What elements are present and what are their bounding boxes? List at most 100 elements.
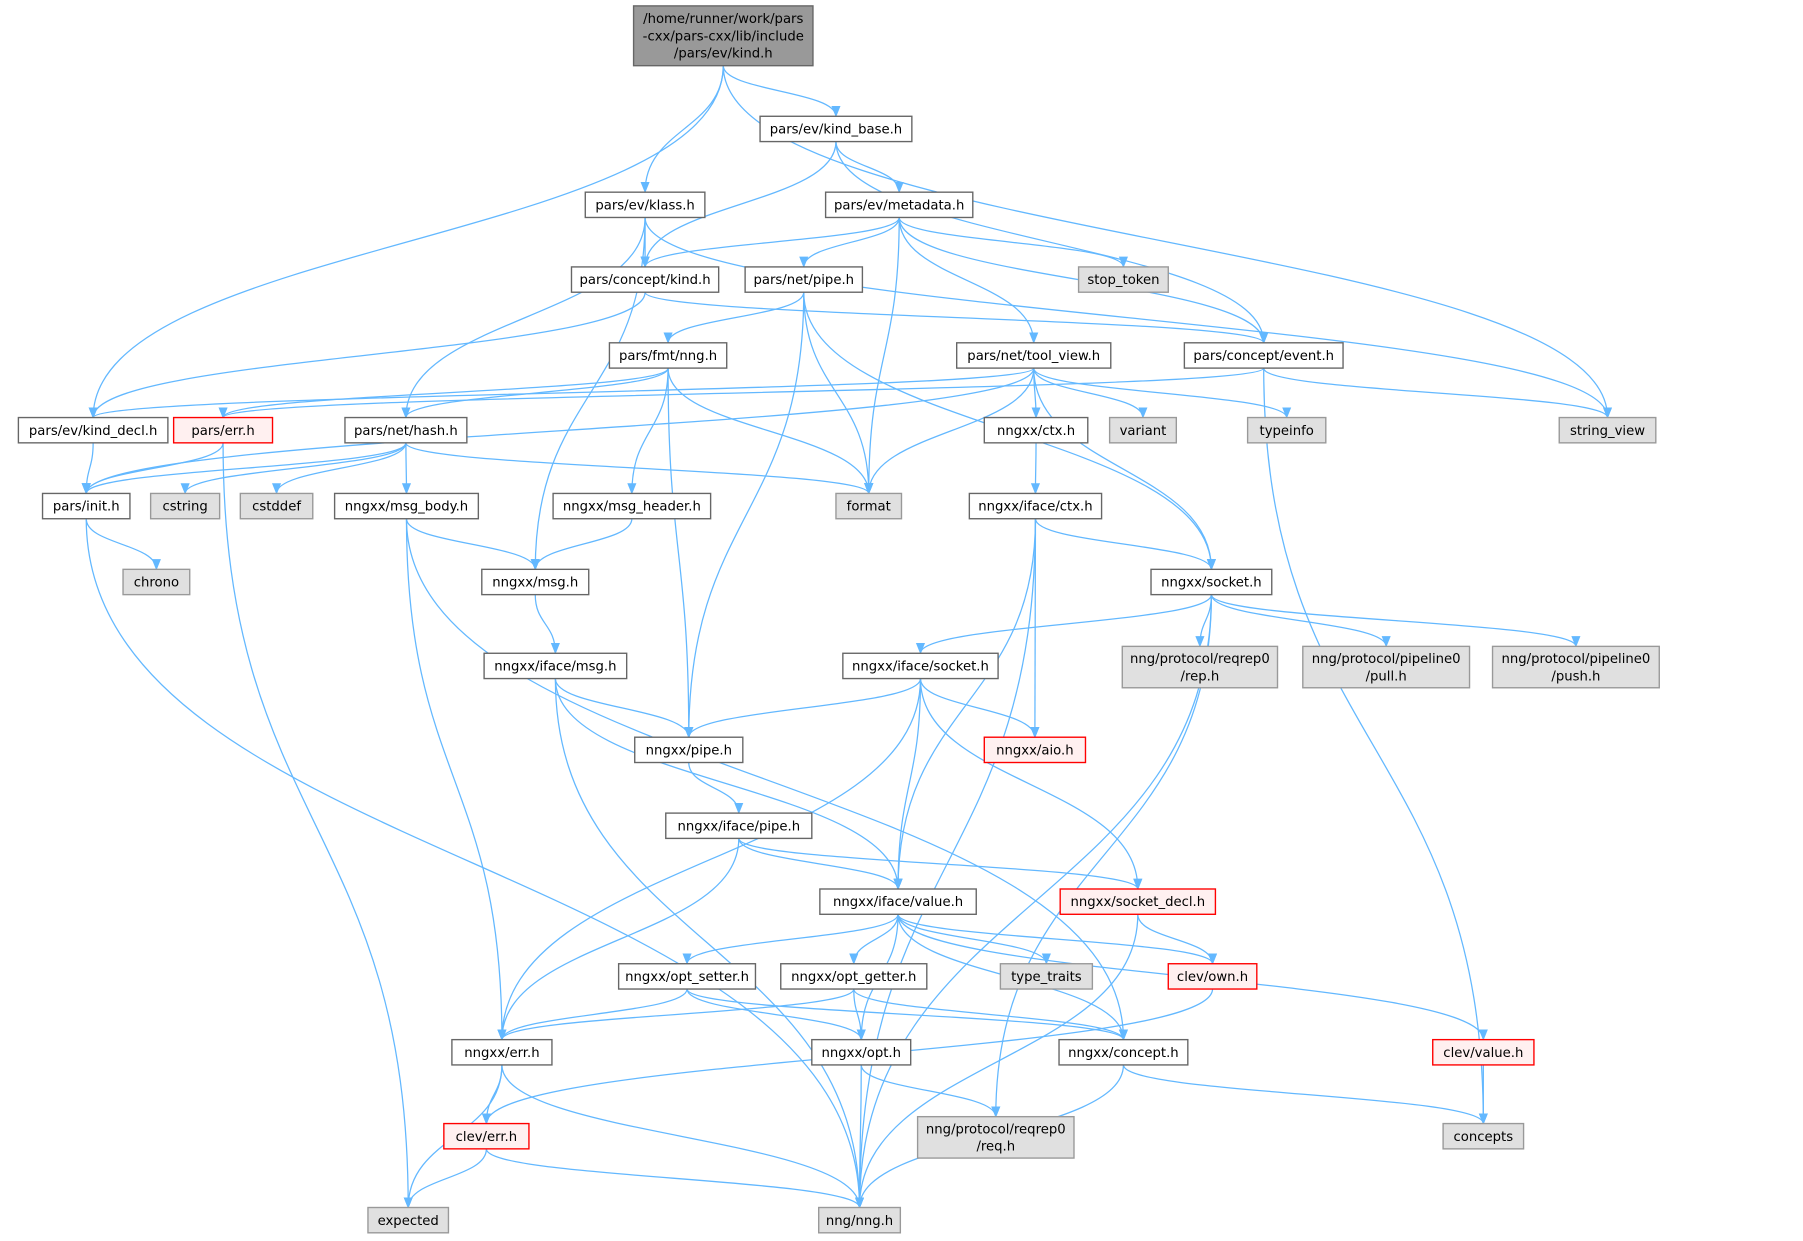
node-iface-msg[interactable]: nngxx/iface/msg.h xyxy=(483,652,628,680)
node-box xyxy=(1167,963,1258,990)
node-net-hash[interactable]: pars/net/hash.h xyxy=(344,416,468,444)
node-root[interactable]: /home/runner/work/pars-cxx/pars-cxx/lib/… xyxy=(632,5,814,67)
edge-nngxx_err-to-nng xyxy=(501,1064,865,1209)
node-label: typeinfo xyxy=(1260,424,1314,439)
node-box xyxy=(149,492,221,520)
node-pars-err[interactable]: pars/err.h xyxy=(172,416,274,444)
node-rep[interactable]: nng/protocol/reqrep0/rep.h xyxy=(1121,645,1279,689)
node-box xyxy=(570,266,720,293)
edge-net_hash-to-msg_body xyxy=(401,442,412,495)
node-clev-own[interactable]: clev/own.h xyxy=(1167,963,1258,990)
node-label: nng/protocol/pipeline0 xyxy=(1312,652,1461,667)
node-box xyxy=(1302,645,1471,689)
node-iface-ctx[interactable]: nngxx/iface/ctx.h xyxy=(968,492,1103,520)
edge-socket_decl-to-nng xyxy=(854,914,1139,1209)
node-fmt-nng[interactable]: pars/fmt/nng.h xyxy=(608,342,728,369)
node-stop-token[interactable]: stop_token xyxy=(1077,266,1169,293)
node-label: pars/ev/kind_decl.h xyxy=(29,424,157,439)
node-opt-setter[interactable]: nngxx/opt_setter.h xyxy=(617,963,757,990)
node-concepts[interactable]: concepts xyxy=(1442,1122,1525,1150)
node-label: nngxx/pipe.h xyxy=(646,743,732,758)
node-label: nngxx/iface/msg.h xyxy=(494,660,616,675)
node-net-pipe[interactable]: pars/net/pipe.h xyxy=(744,266,864,293)
node-box xyxy=(122,568,191,596)
node-concept-kind[interactable]: pars/concept/kind.h xyxy=(570,266,720,293)
node-iface-socket[interactable]: nngxx/iface/socket.h xyxy=(842,652,999,680)
node-box xyxy=(239,492,314,520)
node-box xyxy=(916,1115,1075,1159)
edge-iface_pipe-to-socket_decl xyxy=(738,838,1143,891)
edge-iface_ctx-to-nng xyxy=(854,518,1037,1209)
node-box xyxy=(1077,266,1169,293)
edge-msg-to-iface_msg xyxy=(534,594,560,655)
node-cstddef[interactable]: cstddef xyxy=(239,492,314,520)
node-concept[interactable]: nngxx/concept.h xyxy=(1058,1038,1189,1066)
node-typeinfo[interactable]: typeinfo xyxy=(1246,416,1327,444)
node-msg-body[interactable]: nngxx/msg_body.h xyxy=(333,492,480,520)
node-string-view[interactable]: string_view xyxy=(1558,416,1657,444)
node-label: nng/protocol/reqrep0 xyxy=(1130,652,1270,667)
node-iface-pipe[interactable]: nngxx/iface/pipe.h xyxy=(665,812,813,840)
node-iface-value[interactable]: nngxx/iface/value.h xyxy=(819,888,977,915)
edge-concept_event-to-string_view xyxy=(1263,367,1612,419)
edge-tool_view-to-init xyxy=(81,368,1035,495)
node-socket-decl[interactable]: nngxx/socket_decl.h xyxy=(1059,888,1217,915)
edge-opt-to-nng xyxy=(854,1064,865,1209)
node-label: nngxx/iface/pipe.h xyxy=(677,819,800,834)
node-tool-view[interactable]: pars/net/tool_view.h xyxy=(956,342,1112,369)
node-kind-decl[interactable]: pars/ev/kind_decl.h xyxy=(17,416,169,444)
edge-metadata-to-concept_kind xyxy=(640,217,900,269)
node-box xyxy=(744,266,864,293)
node-box xyxy=(367,1206,450,1234)
node-klass[interactable]: pars/ev/klass.h xyxy=(584,191,706,219)
node-metadata[interactable]: pars/ev/metadata.h xyxy=(824,191,974,219)
node-box xyxy=(443,1122,530,1150)
node-socket[interactable]: nngxx/socket.h xyxy=(1150,568,1273,596)
node-label: nngxx/socket.h xyxy=(1161,576,1262,591)
node-req[interactable]: nng/protocol/reqrep0/req.h xyxy=(916,1115,1075,1159)
node-label: nngxx/opt.h xyxy=(822,1046,902,1061)
node-msg-header[interactable]: nngxx/msg_header.h xyxy=(552,492,712,520)
node-cstring[interactable]: cstring xyxy=(149,492,221,520)
edge-fmt_nng-to-pars_err xyxy=(218,367,669,419)
node-aio[interactable]: nngxx/aio.h xyxy=(983,736,1087,764)
node-concept-event[interactable]: pars/concept/event.h xyxy=(1183,342,1344,369)
node-push[interactable]: nng/protocol/pipeline0/push.h xyxy=(1491,645,1660,689)
node-chrono[interactable]: chrono xyxy=(122,568,191,596)
edge-iface_value-to-opt_getter xyxy=(849,914,899,965)
node-format[interactable]: format xyxy=(835,492,903,520)
node-ctx[interactable]: nngxx/ctx.h xyxy=(983,416,1089,444)
edge-tool_view-to-socket xyxy=(1033,368,1216,571)
node-opt-getter[interactable]: nngxx/opt_getter.h xyxy=(780,963,928,990)
node-type-traits[interactable]: type_traits xyxy=(999,963,1094,990)
node-box xyxy=(983,416,1089,444)
node-init[interactable]: pars/init.h xyxy=(41,492,131,520)
node-box xyxy=(1246,416,1327,444)
edge-kind_base-to-concept_kind xyxy=(640,141,837,269)
edge-socket-to-pull xyxy=(1210,594,1391,648)
node-variant[interactable]: variant xyxy=(1108,416,1178,444)
node-box xyxy=(1442,1122,1525,1150)
edge-klass-to-string_view xyxy=(644,217,1612,419)
node-kind-base[interactable]: pars/ev/kind_base.h xyxy=(759,115,913,143)
node-nng[interactable]: nng/nng.h xyxy=(818,1206,902,1234)
node-box xyxy=(1121,645,1279,689)
node-opt[interactable]: nngxx/opt.h xyxy=(811,1038,912,1066)
node-nngxx-err[interactable]: nngxx/err.h xyxy=(451,1038,553,1066)
node-msg[interactable]: nngxx/msg.h xyxy=(481,568,590,596)
node-label: pars/fmt/nng.h xyxy=(619,349,717,364)
node-box xyxy=(17,416,169,444)
node-clev-value[interactable]: clev/value.h xyxy=(1432,1038,1535,1066)
node-box xyxy=(956,342,1112,369)
node-expected[interactable]: expected xyxy=(367,1206,450,1234)
node-label: pars/net/hash.h xyxy=(354,424,458,439)
node-box xyxy=(983,736,1087,764)
node-label: format xyxy=(847,500,891,515)
node-pipe[interactable]: nngxx/pipe.h xyxy=(634,736,744,764)
node-pull[interactable]: nng/protocol/pipeline0/pull.h xyxy=(1302,645,1471,689)
edge-concept_kind-to-concept_event xyxy=(644,291,1269,344)
node-clev-err[interactable]: clev/err.h xyxy=(443,1122,530,1150)
edge-socket-to-req xyxy=(991,594,1213,1118)
node-label: /req.h xyxy=(976,1140,1015,1155)
node-box xyxy=(968,492,1103,520)
